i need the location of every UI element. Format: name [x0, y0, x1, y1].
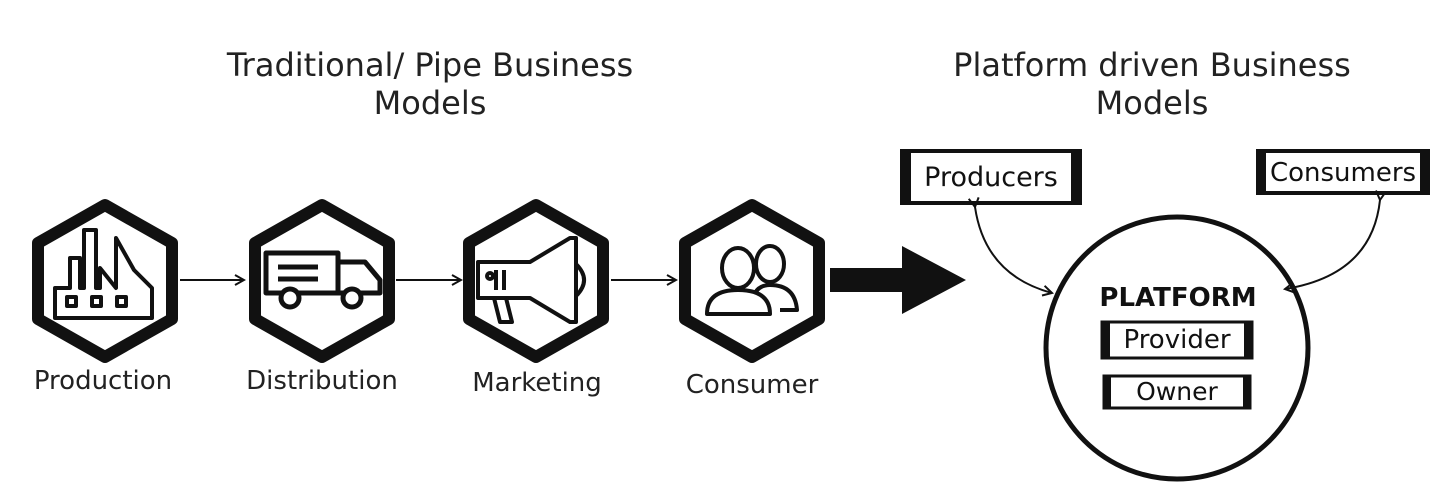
production-hexagon: [32, 199, 178, 363]
step-label-consumer: Consumer: [685, 370, 819, 400]
step-label-distribution: Distribution: [246, 366, 398, 396]
platform-title-line2: Models: [1095, 84, 1209, 122]
platform-title-line1: Platform driven Business: [953, 46, 1351, 84]
consumers-label: Consumers: [1269, 158, 1417, 188]
platform-center-title: PLATFORM: [1099, 283, 1257, 313]
platform-title: Platform driven Business Models: [902, 46, 1402, 122]
users-icon: [705, 244, 799, 316]
platform-circle: [1043, 214, 1311, 482]
step-label-production: Production: [33, 366, 173, 396]
provider-box: [1100, 320, 1254, 360]
consumer-hexagon: [679, 199, 825, 363]
producers-box: [900, 149, 1082, 205]
traditional-title-line2: Models: [373, 84, 487, 122]
megaphone-icon: [476, 236, 586, 324]
traditional-title-line1: Traditional/ Pipe Business: [226, 46, 634, 84]
transition-arrow: [830, 246, 966, 314]
truck-icon: [263, 250, 383, 310]
step-label-marketing: Marketing: [472, 368, 602, 398]
consumers-platform-arrow: [1285, 200, 1380, 289]
factory-icon: [53, 228, 154, 320]
traditional-title: Traditional/ Pipe Business Models: [180, 46, 680, 122]
producers-platform-arrow: [975, 207, 1052, 293]
producers-label: Producers: [924, 162, 1058, 193]
distribution-hexagon: [249, 199, 395, 363]
owner-label: Owner: [1136, 377, 1218, 406]
provider-label: Provider: [1123, 325, 1231, 355]
marketing-hexagon: [463, 199, 609, 363]
